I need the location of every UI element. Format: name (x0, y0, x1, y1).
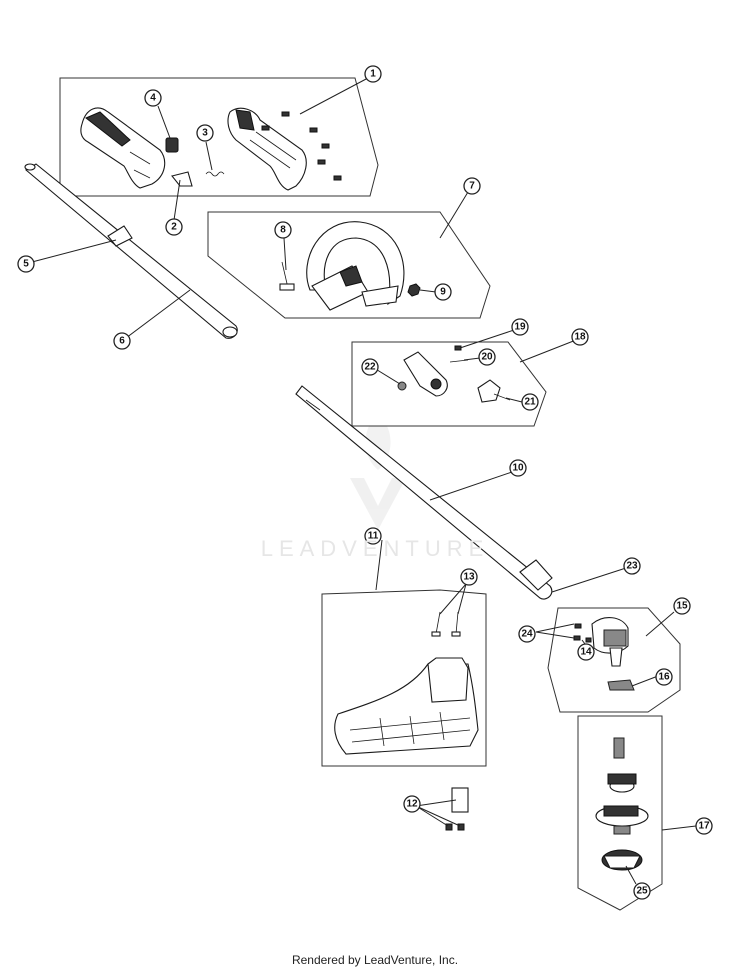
callout-23: 23 (623, 557, 641, 575)
guard-plate (607, 679, 635, 691)
callout-9: 9 (434, 283, 452, 301)
svg-text:11: 11 (368, 531, 379, 542)
callout-22: 22 (361, 358, 379, 376)
assist-handle (306, 221, 405, 306)
svg-text:8: 8 (280, 225, 286, 236)
panel-guard (321, 589, 487, 767)
svg-text:4: 4 (150, 93, 156, 104)
callout-13: 13 (460, 568, 478, 586)
svg-text:2: 2 (171, 222, 177, 233)
svg-text:14: 14 (580, 647, 592, 658)
watermark-text: LEADVENTURE (260, 536, 490, 561)
panel-gearbox (547, 607, 681, 713)
trigger-part (171, 171, 193, 187)
nut-part (407, 283, 421, 297)
callout-2: 2 (165, 218, 183, 236)
lower-shaft (295, 385, 553, 600)
footer-credit: Rendered by LeadVenture, Inc. (291, 953, 459, 967)
svg-text:9: 9 (440, 287, 446, 298)
spring-part (205, 171, 225, 177)
svg-text:22: 22 (364, 362, 376, 373)
panel-handle-assembly (59, 77, 379, 197)
shaft-end-fitting (519, 559, 553, 591)
callout-10: 10 (509, 459, 527, 477)
callout-1: 1 (364, 65, 382, 83)
svg-text:16: 16 (658, 672, 670, 683)
callout-24: 24 (518, 625, 536, 643)
svg-text:25: 25 (636, 886, 648, 897)
svg-text:19: 19 (514, 322, 526, 333)
callout-11: 11 (364, 527, 382, 545)
knob-part (477, 379, 501, 403)
svg-text:15: 15 (676, 601, 688, 612)
callout-21: 21 (521, 393, 539, 411)
callout-5: 5 (17, 255, 35, 273)
spool-shaft (613, 737, 625, 759)
callout-7: 7 (463, 177, 481, 195)
callout-18: 18 (571, 328, 589, 346)
panel-coupler (351, 341, 547, 427)
svg-text:21: 21 (524, 397, 536, 408)
svg-text:12: 12 (406, 799, 418, 810)
callout-14: 14 (577, 643, 595, 661)
callout-6: 6 (113, 332, 131, 350)
svg-text:7: 7 (469, 181, 475, 192)
callout-20: 20 (478, 348, 496, 366)
callout-15: 15 (673, 597, 691, 615)
svg-text:20: 20 (481, 352, 493, 363)
svg-text:10: 10 (512, 463, 524, 474)
svg-text:1: 1 (370, 69, 376, 80)
svg-text:5: 5 (23, 259, 29, 270)
panel-trimmer-head (577, 715, 663, 911)
blade-hardware (445, 787, 469, 831)
svg-text:23: 23 (626, 561, 638, 572)
callout-3: 3 (196, 124, 214, 142)
panel-assist-handle (207, 211, 491, 319)
callout-17: 17 (695, 817, 713, 835)
svg-text:13: 13 (463, 572, 475, 583)
callout-19: 19 (511, 318, 529, 336)
callout-25: 25 (633, 882, 651, 900)
leader-lines (31, 77, 697, 885)
svg-text:17: 17 (698, 821, 710, 832)
callout-12: 12 (403, 795, 421, 813)
svg-text:3: 3 (202, 128, 208, 139)
callout-8: 8 (274, 221, 292, 239)
callout-16: 16 (655, 668, 673, 686)
callout-4: 4 (144, 89, 162, 107)
svg-text:6: 6 (119, 336, 125, 347)
switch-part (165, 137, 179, 153)
svg-text:24: 24 (521, 629, 533, 640)
screws (261, 111, 342, 181)
svg-text:18: 18 (574, 332, 586, 343)
